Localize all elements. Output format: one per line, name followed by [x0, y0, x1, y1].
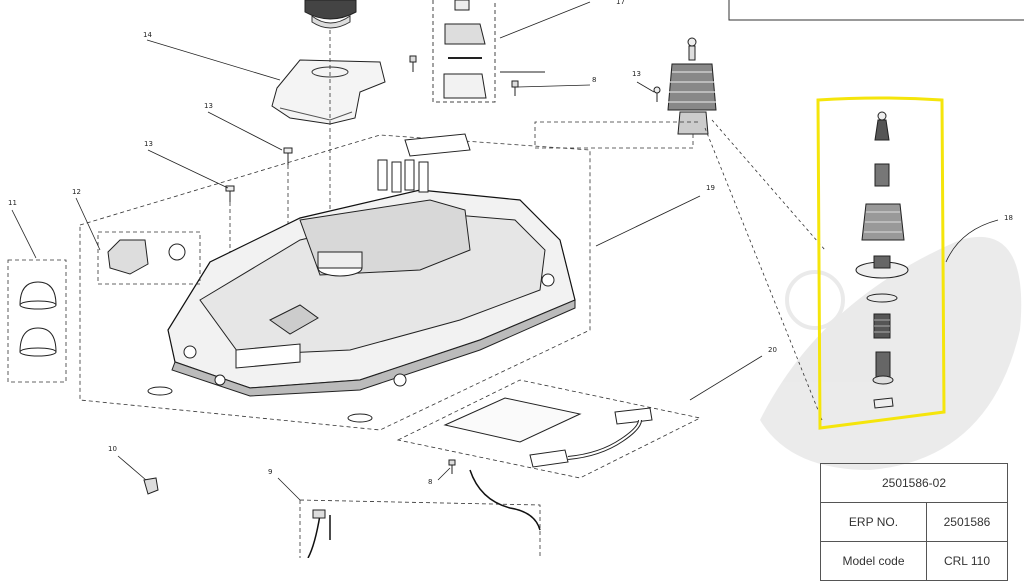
part-12-box [97, 231, 201, 285]
model-value: CRL 110 [925, 541, 1009, 581]
leader-lines [11, 1, 999, 501]
main-housing-19 [79, 134, 591, 431]
frame-border [728, 0, 1024, 21]
title-block: 2501586-02 ERP NO. 2501586 Model code CR… [820, 463, 1009, 581]
title-block-table: 2501586-02 ERP NO. 2501586 Model code CR… [820, 463, 1009, 581]
erp-value: 2501586 [925, 502, 1009, 542]
callout-14: 14 [143, 31, 152, 39]
highlighted-detail-view [816, 96, 946, 430]
callout-10: 10 [108, 445, 117, 453]
exploded-parts-diagram: 8 8 9 10 11 12 13 13 13 14 17 18 19 20 [7, 0, 1024, 558]
callout-13a: 13 [204, 102, 213, 110]
watermark [760, 236, 1022, 470]
callout-17: 17 [616, 0, 625, 6]
part-number: 2501586-02 [820, 463, 1008, 503]
callout-18: 18 [1004, 214, 1013, 222]
circuit-board-20 [396, 379, 702, 479]
clip-10 [143, 477, 159, 495]
callout-13c: 13 [632, 70, 641, 78]
callout-9: 9 [268, 468, 272, 476]
screw-13b [225, 185, 235, 202]
knob-part [304, 0, 357, 29]
bracket-assembly-17 [409, 0, 545, 103]
callout-19: 19 [706, 184, 715, 192]
callout-13b: 13 [144, 140, 153, 148]
callout-20: 20 [768, 346, 777, 354]
callout-8b: 8 [428, 478, 432, 486]
erp-label: ERP NO. [820, 502, 927, 542]
callout-8a: 8 [592, 76, 596, 84]
callout-12: 12 [72, 188, 81, 196]
screw-8b [448, 459, 456, 474]
joystick-part [653, 37, 717, 135]
sleeves [377, 133, 471, 193]
callout-11: 11 [8, 199, 17, 207]
cover-part-14 [271, 59, 386, 125]
model-label: Model code [820, 541, 927, 581]
dome-caps-11 [7, 259, 67, 383]
cable-9 [299, 469, 541, 558]
